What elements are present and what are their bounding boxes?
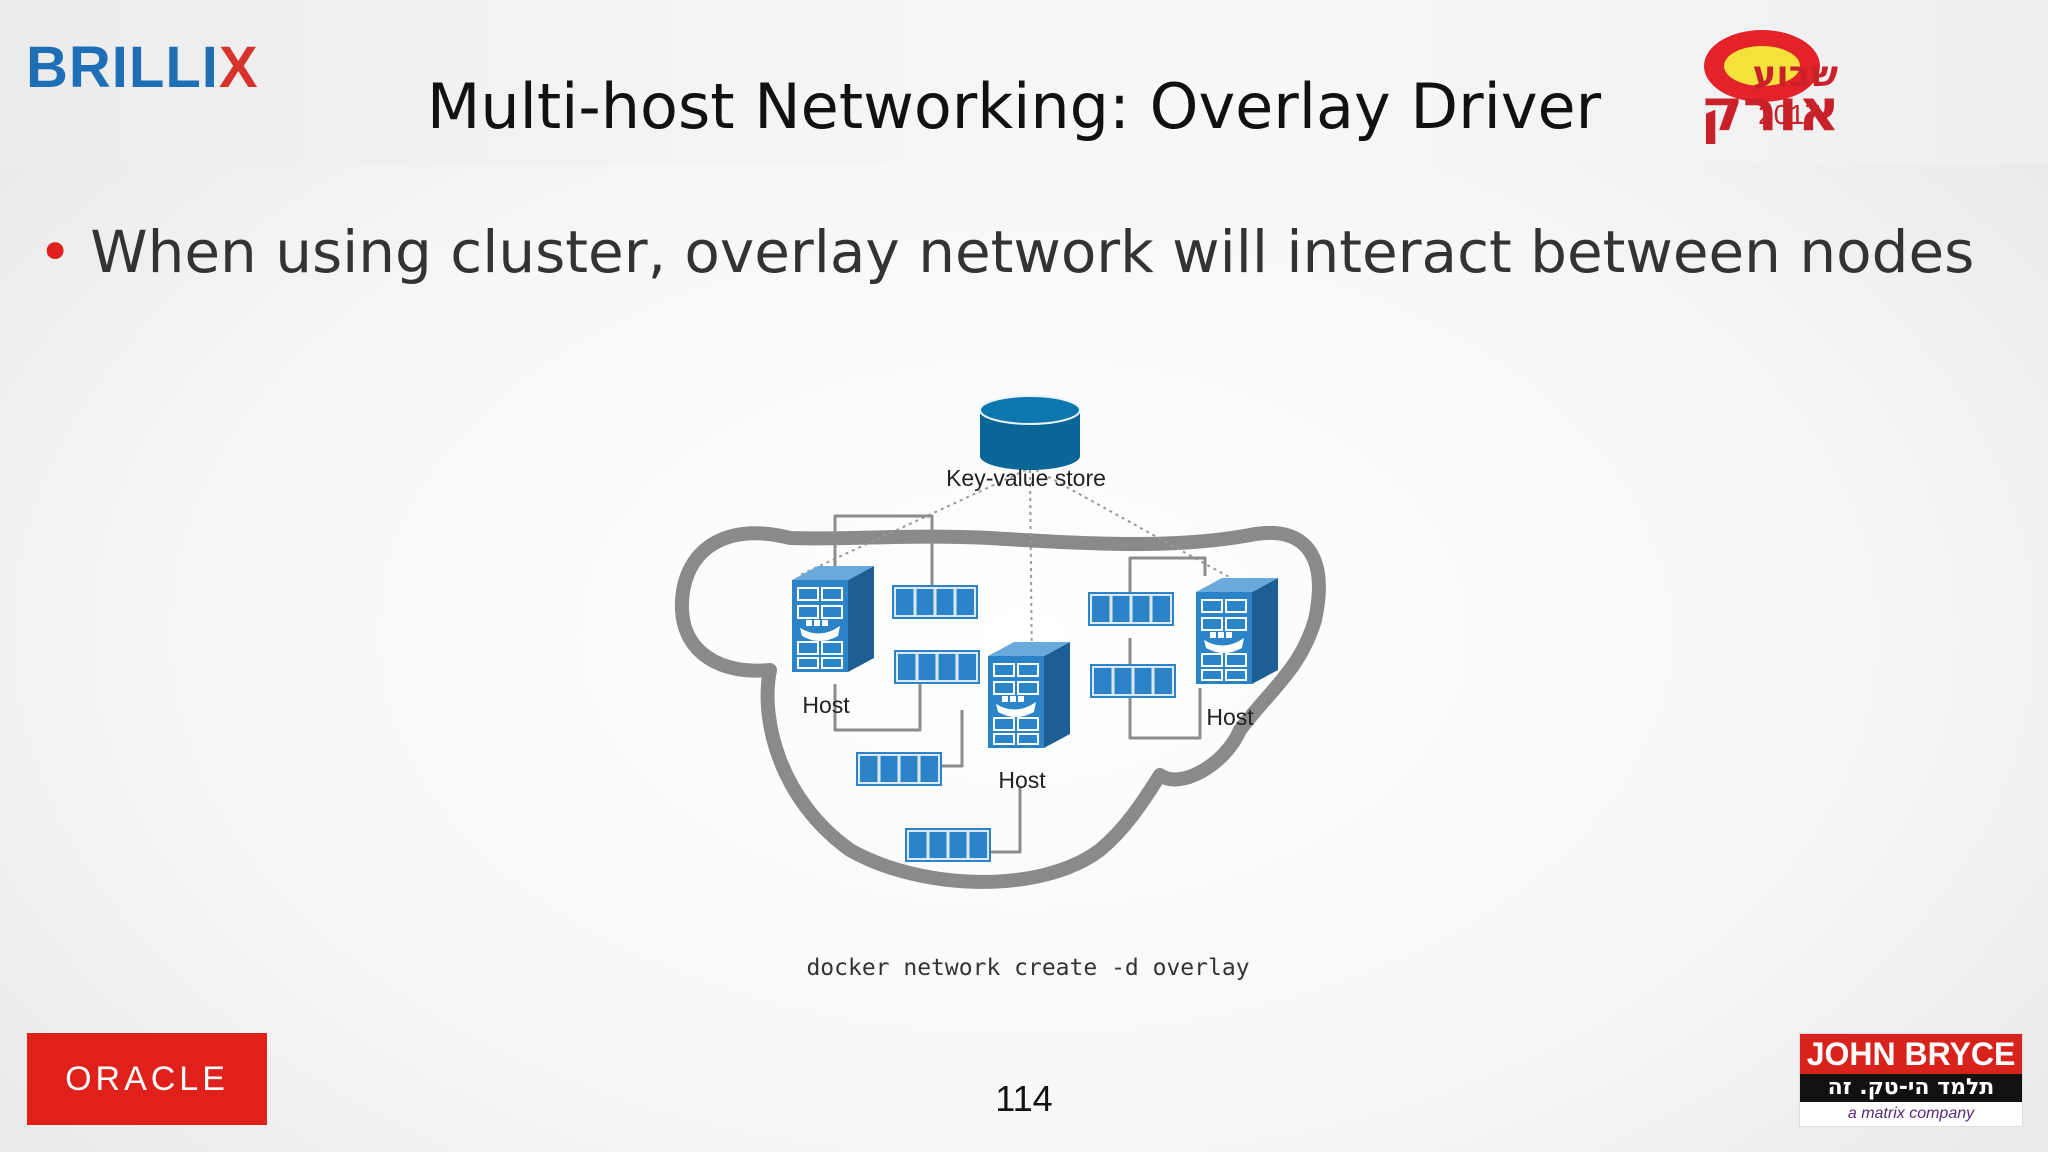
container-icon xyxy=(903,826,993,864)
container-icon xyxy=(890,583,980,621)
oracle-logo: ORACLE xyxy=(27,1033,267,1125)
container-icon xyxy=(1086,590,1176,628)
john-bryce-tagline: תלמד הי-טק. זה עובד! xyxy=(1800,1074,2022,1128)
host-label-left: Host xyxy=(802,692,850,718)
key-value-store-icon xyxy=(979,395,1081,470)
john-bryce-logo: JOHN BRYCE תלמד הי-טק. זה עובד! a matrix… xyxy=(1799,1033,2023,1128)
store-connections xyxy=(799,469,1239,671)
orakel-hebrew-small: שבוע xyxy=(1752,54,1838,95)
container-icon xyxy=(1088,662,1178,700)
overlay-network-diagram: Key-value store Host Host Host docker ne… xyxy=(674,395,1326,981)
slide-number: 114 xyxy=(995,1078,1053,1119)
orakel-ring xyxy=(1704,30,1820,102)
bullet-item: •When using cluster, overlay network wil… xyxy=(38,218,1974,286)
overlay-cloud xyxy=(674,525,1326,889)
orakel-week-logo: שבוע 2017 אורקל xyxy=(1700,30,1840,144)
key-value-store-label: Key-value store xyxy=(946,465,1106,491)
slide-title: Multi-host Networking: Overlay Driver xyxy=(426,70,1602,143)
host-server-icon-center xyxy=(987,641,1071,749)
container-icon xyxy=(854,750,944,788)
bullet-text: When using cluster, overlay network will… xyxy=(90,218,1975,286)
john-bryce-subtitle: a matrix company xyxy=(1847,1105,1975,1122)
john-bryce-name: JOHN BRYCE xyxy=(1800,1034,2022,1074)
orakel-hebrew-large: אורקל xyxy=(1700,76,1840,144)
host-label-right: Host xyxy=(1206,704,1254,730)
network-links xyxy=(833,514,1207,854)
brillix-logo: BRILLIX xyxy=(26,35,259,100)
host-server-icon-right xyxy=(1195,577,1279,685)
host-label-center: Host xyxy=(998,767,1046,793)
bullet-dot-icon: • xyxy=(38,218,73,286)
docker-command-label: docker network create -d overlay xyxy=(806,955,1249,981)
host-server-icon-left xyxy=(791,565,875,673)
header-band xyxy=(0,0,2048,165)
orakel-year: 2017 xyxy=(1758,99,1820,130)
container-icon xyxy=(892,648,982,686)
